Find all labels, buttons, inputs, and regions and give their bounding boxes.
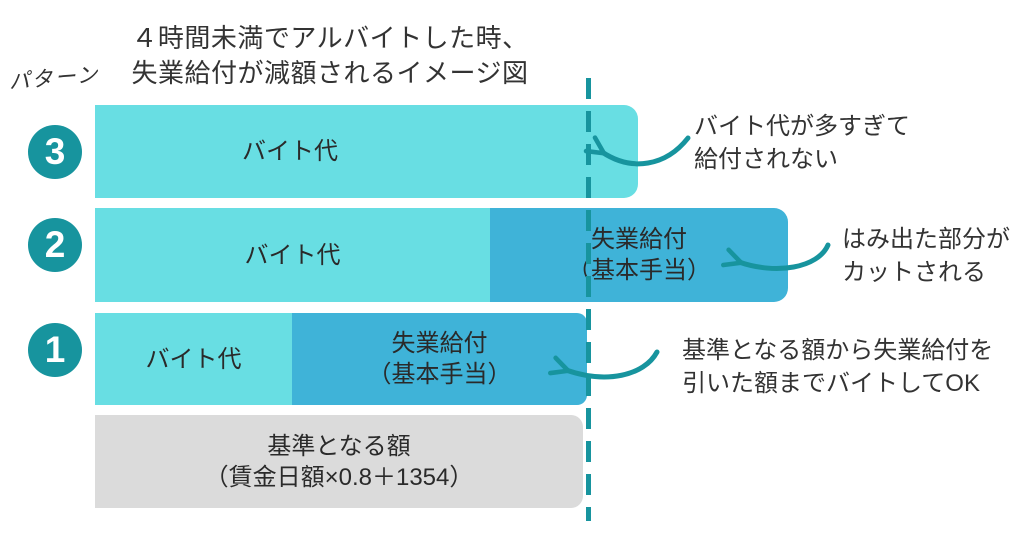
row2-annotation-line2: カットされる [842, 259, 986, 286]
row2-benefit-label-line2: （基本手当） [567, 257, 711, 284]
row1-benefit-label-line1: 失業給付 [391, 330, 488, 357]
base-amount-label-line1: 基準となる額 [267, 432, 411, 460]
row2-benefit-label: 失業給付 （基本手当） [567, 224, 711, 286]
diagram-title-line1: ４時間未満でアルバイトした時、 [131, 23, 529, 53]
row1-benefit-label: 失業給付 （基本手当） [368, 328, 512, 390]
row1-annotation-line2: 引いた額までバイトしてOK [682, 370, 980, 397]
row3-annotation: バイト代が多すぎて 給付されない [694, 110, 910, 176]
row3-wage-bar: バイト代 [95, 105, 638, 198]
base-amount-label: 基準となる額 （賃金日額×0.8＋1354） [205, 431, 474, 493]
row2-wage-bar: バイト代 [95, 208, 490, 302]
pattern-3-badge: 3 [28, 125, 82, 179]
pattern-2-badge: 2 [28, 218, 82, 272]
row1-wage-bar: バイト代 [95, 313, 292, 405]
row3-annotation-arrow [583, 135, 691, 167]
row1-annotation-line1: 基準となる額から失業給付を [682, 337, 994, 364]
pattern-axis-label: パターン [7, 63, 101, 95]
row1-wage-label: バイト代 [145, 345, 242, 373]
base-amount-bar: 基準となる額 （賃金日額×0.8＋1354） [95, 415, 583, 508]
row2-annotation-line1: はみ出た部分が [842, 226, 1010, 253]
row2-benefit-bar: 失業給付 （基本手当） [490, 208, 788, 302]
threshold-dashed-line [586, 78, 591, 521]
row2-annotation-arrow [721, 242, 831, 271]
row2-benefit-label-line1: 失業給付 [591, 226, 687, 253]
row1-annotation: 基準となる額から失業給付を 引いた額までバイトしてOK [682, 334, 993, 400]
row3-annotation-line2: 給付されない [694, 146, 838, 173]
diagram-title-line2: 失業給付が減額されるイメージ図 [131, 58, 529, 88]
row2-annotation: はみ出た部分が カットされる [842, 223, 1010, 289]
row1-benefit-label-line2: （基本手当） [367, 361, 512, 388]
row1-benefit-bar: 失業給付 （基本手当） [292, 313, 587, 405]
row3-annotation-line1: バイト代が多すぎて [694, 113, 910, 140]
row3-wage-label: バイト代 [242, 138, 338, 165]
row3-wage-label-box: バイト代 [95, 105, 485, 198]
pattern-1-badge: 1 [28, 323, 82, 377]
row1-annotation-arrow [548, 349, 660, 380]
row2-wage-label: バイト代 [244, 241, 341, 269]
diagram-title: ４時間未満でアルバイトした時、 失業給付が減額されるイメージ図 [95, 21, 565, 91]
base-amount-label-line2: （賃金日額×0.8＋1354） [204, 463, 474, 491]
